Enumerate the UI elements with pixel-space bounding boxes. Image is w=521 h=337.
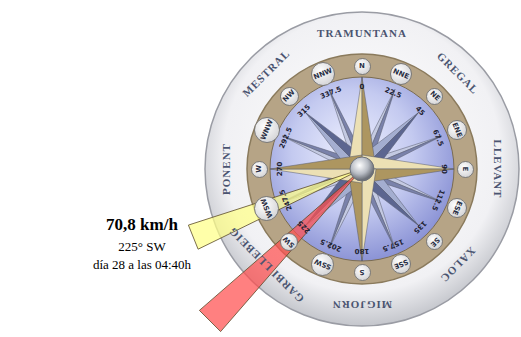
wind-info: día 28 a las 04:40h xyxy=(93,257,191,273)
direction-label: WSW xyxy=(259,197,274,219)
direction-label: SW xyxy=(282,234,297,249)
direction-badge: NW xyxy=(280,87,299,106)
wind-wedge xyxy=(188,169,362,249)
wind-name: TRAMUNTANA xyxy=(317,27,407,39)
wind-name: PONENT xyxy=(220,143,232,195)
direction-badge: NNE xyxy=(390,63,412,85)
direction-label: NE xyxy=(428,90,441,103)
degree-number: 225 xyxy=(296,219,312,235)
center-hub xyxy=(350,157,374,181)
direction-badge: NNW xyxy=(311,62,335,86)
direction-badge: WNW xyxy=(254,117,280,143)
degree-number: 90 xyxy=(440,164,448,174)
direction-badge: N xyxy=(354,58,371,75)
direction-badge: S xyxy=(354,264,371,281)
wind-name: XALOC xyxy=(438,245,478,285)
direction-label: SSE xyxy=(393,258,410,271)
direction-label: SE xyxy=(428,235,441,248)
direction-label: ESE xyxy=(451,200,464,217)
direction-badge: WSW xyxy=(254,196,279,221)
direction-badge: SSW xyxy=(311,253,334,276)
degree-number: 135 xyxy=(412,219,428,235)
direction-badge: NE xyxy=(426,88,443,105)
direction-label: ENE xyxy=(451,121,464,138)
direction-label: S xyxy=(359,268,364,276)
degree-number: 67.5 xyxy=(431,128,445,147)
direction-label: W xyxy=(255,165,263,173)
direction-badge: ENE xyxy=(447,120,467,140)
direction-badge: SW xyxy=(280,233,298,251)
degree-number: 22.5 xyxy=(384,86,403,100)
degree-number: 292.5 xyxy=(278,126,294,150)
degree-number: 202.5 xyxy=(319,237,343,253)
wind-name: MIGJORN xyxy=(332,299,392,311)
direction-label: N xyxy=(359,62,365,70)
degree-number: 270 xyxy=(276,162,284,177)
degree-number: 337.5 xyxy=(319,85,343,101)
direction-badge: W xyxy=(251,161,268,178)
degree-number: 180 xyxy=(355,247,370,255)
wind-name: GREGAL xyxy=(435,50,481,96)
direction-badge: SSE xyxy=(391,254,411,274)
direction-label: SSW xyxy=(313,257,332,271)
wind-info: 225° SW xyxy=(118,239,165,255)
wind-speed: 70,8 km/h xyxy=(106,215,178,235)
degree-number: 45 xyxy=(414,105,427,118)
degree-number: 247.5 xyxy=(278,189,294,213)
direction-badge: E xyxy=(457,161,474,178)
degree-number: 315 xyxy=(296,103,312,119)
direction-badge: SE xyxy=(426,233,443,250)
direction-label: E xyxy=(461,167,469,172)
direction-label: NW xyxy=(282,89,297,104)
direction-label: NNW xyxy=(312,66,333,81)
degree-number: 0 xyxy=(360,83,365,91)
wind-name: LLEVANT xyxy=(492,140,504,199)
degree-number: 157.5 xyxy=(382,237,406,253)
direction-label: WNW xyxy=(259,118,275,141)
degree-number: 112.5 xyxy=(430,189,446,213)
direction-badge: ESE xyxy=(447,198,467,218)
direction-label: NNE xyxy=(392,67,410,81)
